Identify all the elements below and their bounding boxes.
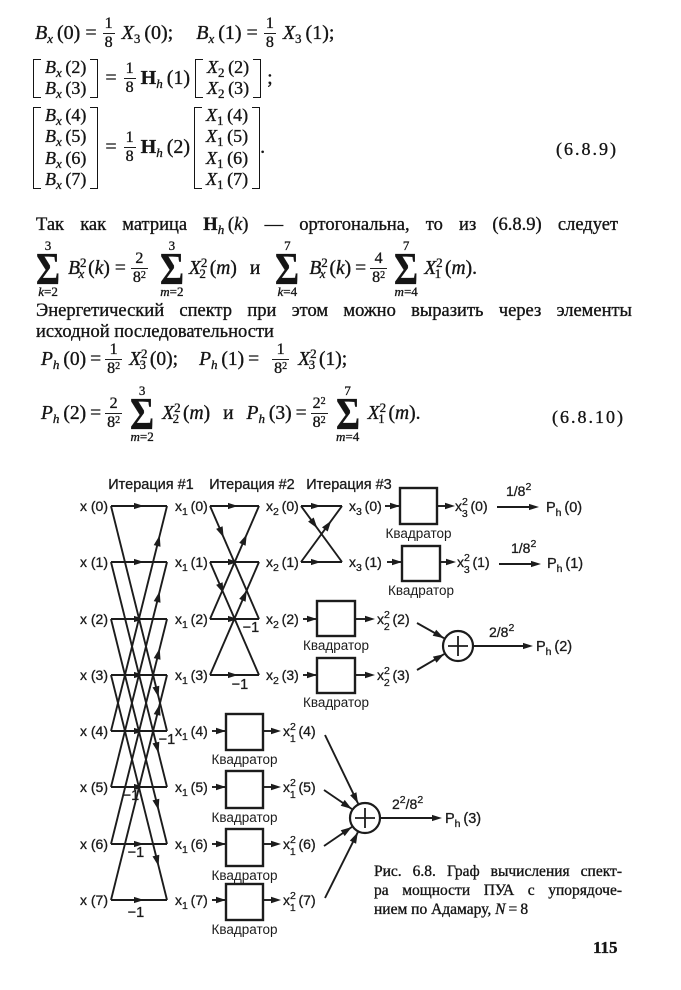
- svg-text:Ph (2): Ph (2): [536, 639, 572, 658]
- svg-text:x (6): x (6): [80, 836, 108, 852]
- svg-text:Ph (0): Ph (0): [546, 500, 582, 519]
- svg-text:Квадратор: Квадратор: [385, 526, 451, 541]
- svg-text:Итерация #1: Итерация #1: [108, 477, 194, 493]
- svg-text:Ph (3): Ph (3): [445, 811, 481, 830]
- svg-text:x1 (6): x1 (6): [175, 836, 208, 856]
- svg-text:x1 (0): x1 (0): [175, 498, 208, 518]
- svg-text:x (5): x (5): [80, 779, 108, 795]
- svg-text:−1: −1: [123, 788, 140, 804]
- svg-text:x21 (4): x21 (4): [283, 721, 316, 745]
- svg-text:−1: −1: [243, 620, 260, 636]
- svg-text:x1 (4): x1 (4): [175, 723, 208, 743]
- svg-text:x (2): x (2): [80, 611, 108, 627]
- svg-text:x1 (3): x1 (3): [175, 667, 208, 687]
- svg-text:−1: −1: [128, 845, 145, 861]
- svg-text:Квадратор: Квадратор: [211, 922, 277, 937]
- svg-text:x22 (2): x22 (2): [377, 609, 410, 633]
- svg-text:x2 (3): x2 (3): [266, 667, 299, 687]
- svg-text:x21 (7): x21 (7): [283, 890, 316, 914]
- svg-text:x2 (0): x2 (0): [266, 498, 299, 518]
- svg-text:x (1): x (1): [80, 554, 108, 570]
- svg-text:x1 (2): x1 (2): [175, 611, 208, 631]
- svg-text:−1: −1: [128, 905, 145, 921]
- svg-text:x23 (0): x23 (0): [455, 496, 488, 520]
- svg-text:x3 (0): x3 (0): [349, 498, 382, 518]
- svg-text:−1: −1: [159, 732, 176, 748]
- svg-text:x (3): x (3): [80, 667, 108, 683]
- svg-text:x (0): x (0): [80, 498, 108, 514]
- svg-text:1/82: 1/82: [511, 538, 536, 556]
- svg-text:−1: −1: [232, 677, 249, 693]
- svg-text:x23 (1): x23 (1): [457, 552, 490, 576]
- svg-text:x (7): x (7): [80, 892, 108, 908]
- svg-text:x22 (3): x22 (3): [377, 665, 410, 689]
- svg-text:x1 (1): x1 (1): [175, 554, 208, 574]
- svg-text:22/82: 22/82: [392, 794, 423, 812]
- svg-text:Квадратор: Квадратор: [388, 583, 454, 598]
- svg-text:Итерация #2: Итерация #2: [209, 477, 295, 493]
- svg-text:Итерация #3: Итерация #3: [306, 477, 392, 493]
- svg-text:x (4): x (4): [80, 723, 108, 739]
- svg-text:x3 (1): x3 (1): [349, 554, 382, 574]
- svg-text:x2 (2): x2 (2): [266, 611, 299, 631]
- svg-text:Квадратор: Квадратор: [211, 752, 277, 767]
- svg-text:Квадратор: Квадратор: [303, 638, 369, 653]
- svg-text:Квадратор: Квадратор: [211, 810, 277, 825]
- svg-text:x21 (6): x21 (6): [283, 834, 316, 858]
- svg-text:x1 (5): x1 (5): [175, 779, 208, 799]
- svg-text:Квадратор: Квадратор: [303, 695, 369, 710]
- svg-text:x2 (1): x2 (1): [266, 554, 299, 574]
- svg-text:Квадратор: Квадратор: [211, 868, 277, 883]
- svg-text:1/82: 1/82: [506, 481, 531, 499]
- svg-text:Ph (1): Ph (1): [547, 556, 583, 575]
- svg-text:2/82: 2/82: [489, 622, 514, 640]
- svg-text:x1 (7): x1 (7): [175, 892, 208, 912]
- svg-text:x21 (5): x21 (5): [283, 777, 316, 801]
